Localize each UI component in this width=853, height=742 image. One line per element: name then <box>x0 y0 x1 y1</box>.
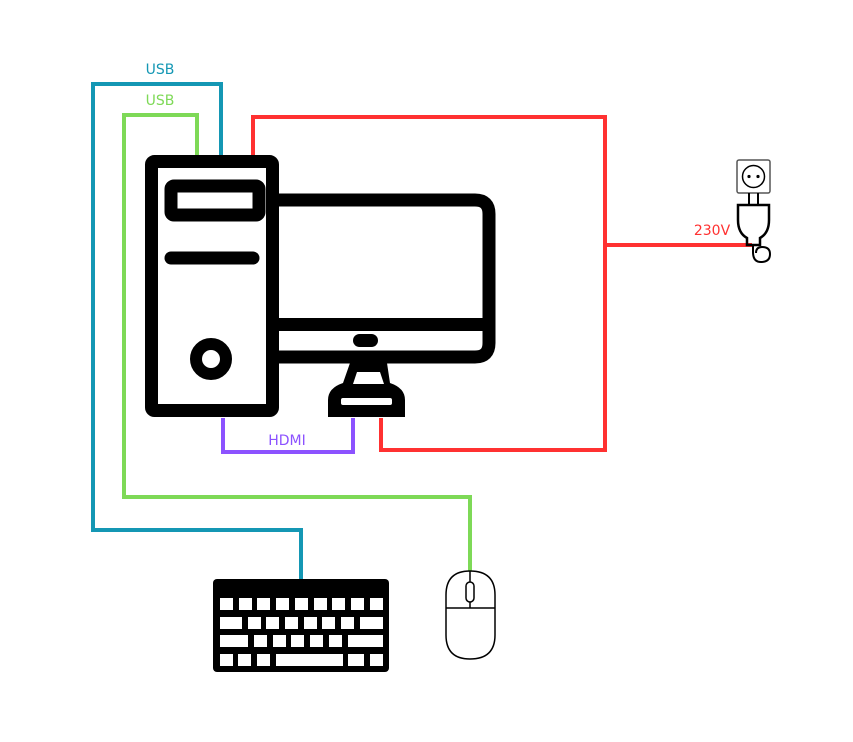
keyboard-key <box>341 617 354 629</box>
keyboard-key <box>257 654 270 666</box>
keyboard-key <box>370 598 383 610</box>
power-plug-icon <box>736 193 772 264</box>
keyboard-key <box>273 635 286 647</box>
power-outlet-icon <box>736 159 771 194</box>
keyboard-key <box>285 617 298 629</box>
keyboard-key <box>220 598 233 610</box>
hdmi-label: HDMI <box>268 433 306 449</box>
usb-keyboard-label: USB <box>146 62 175 78</box>
keyboard-icon <box>213 579 389 672</box>
keyboard-key <box>276 654 343 666</box>
keyboard-key <box>322 617 335 629</box>
keyboard-key <box>257 598 270 610</box>
keyboard-key <box>291 635 304 647</box>
keyboard-key <box>220 654 233 666</box>
usb-mouse-cable <box>122 113 472 571</box>
hdmi-cable <box>221 418 355 454</box>
keyboard-key <box>351 598 364 610</box>
keyboard-key <box>239 598 252 610</box>
keyboard-key <box>295 598 308 610</box>
keyboard-key <box>248 617 261 629</box>
keyboard-key <box>266 617 279 629</box>
monitor-icon <box>279 193 496 417</box>
keyboard-key <box>314 598 327 610</box>
keyboard-key <box>348 635 383 647</box>
computer-tower-icon <box>145 155 279 417</box>
keyboard-key <box>238 654 251 666</box>
usb-keyboard-cable <box>91 82 303 579</box>
keyboard-key <box>220 617 242 629</box>
keyboard-key <box>348 654 364 666</box>
power-label: 230V <box>694 223 731 239</box>
usb-mouse-label: USB <box>146 93 175 109</box>
keyboard-key <box>329 635 342 647</box>
power-cable <box>251 115 607 452</box>
keyboard-key <box>370 654 383 666</box>
mouse-icon <box>445 570 496 660</box>
keyboard-key <box>360 617 383 629</box>
keyboard-key <box>220 635 248 647</box>
keyboard-key <box>254 635 267 647</box>
keyboard-key <box>304 617 317 629</box>
keyboard-key <box>310 635 323 647</box>
keyboard-key <box>332 598 345 610</box>
keyboard-key <box>276 598 289 610</box>
